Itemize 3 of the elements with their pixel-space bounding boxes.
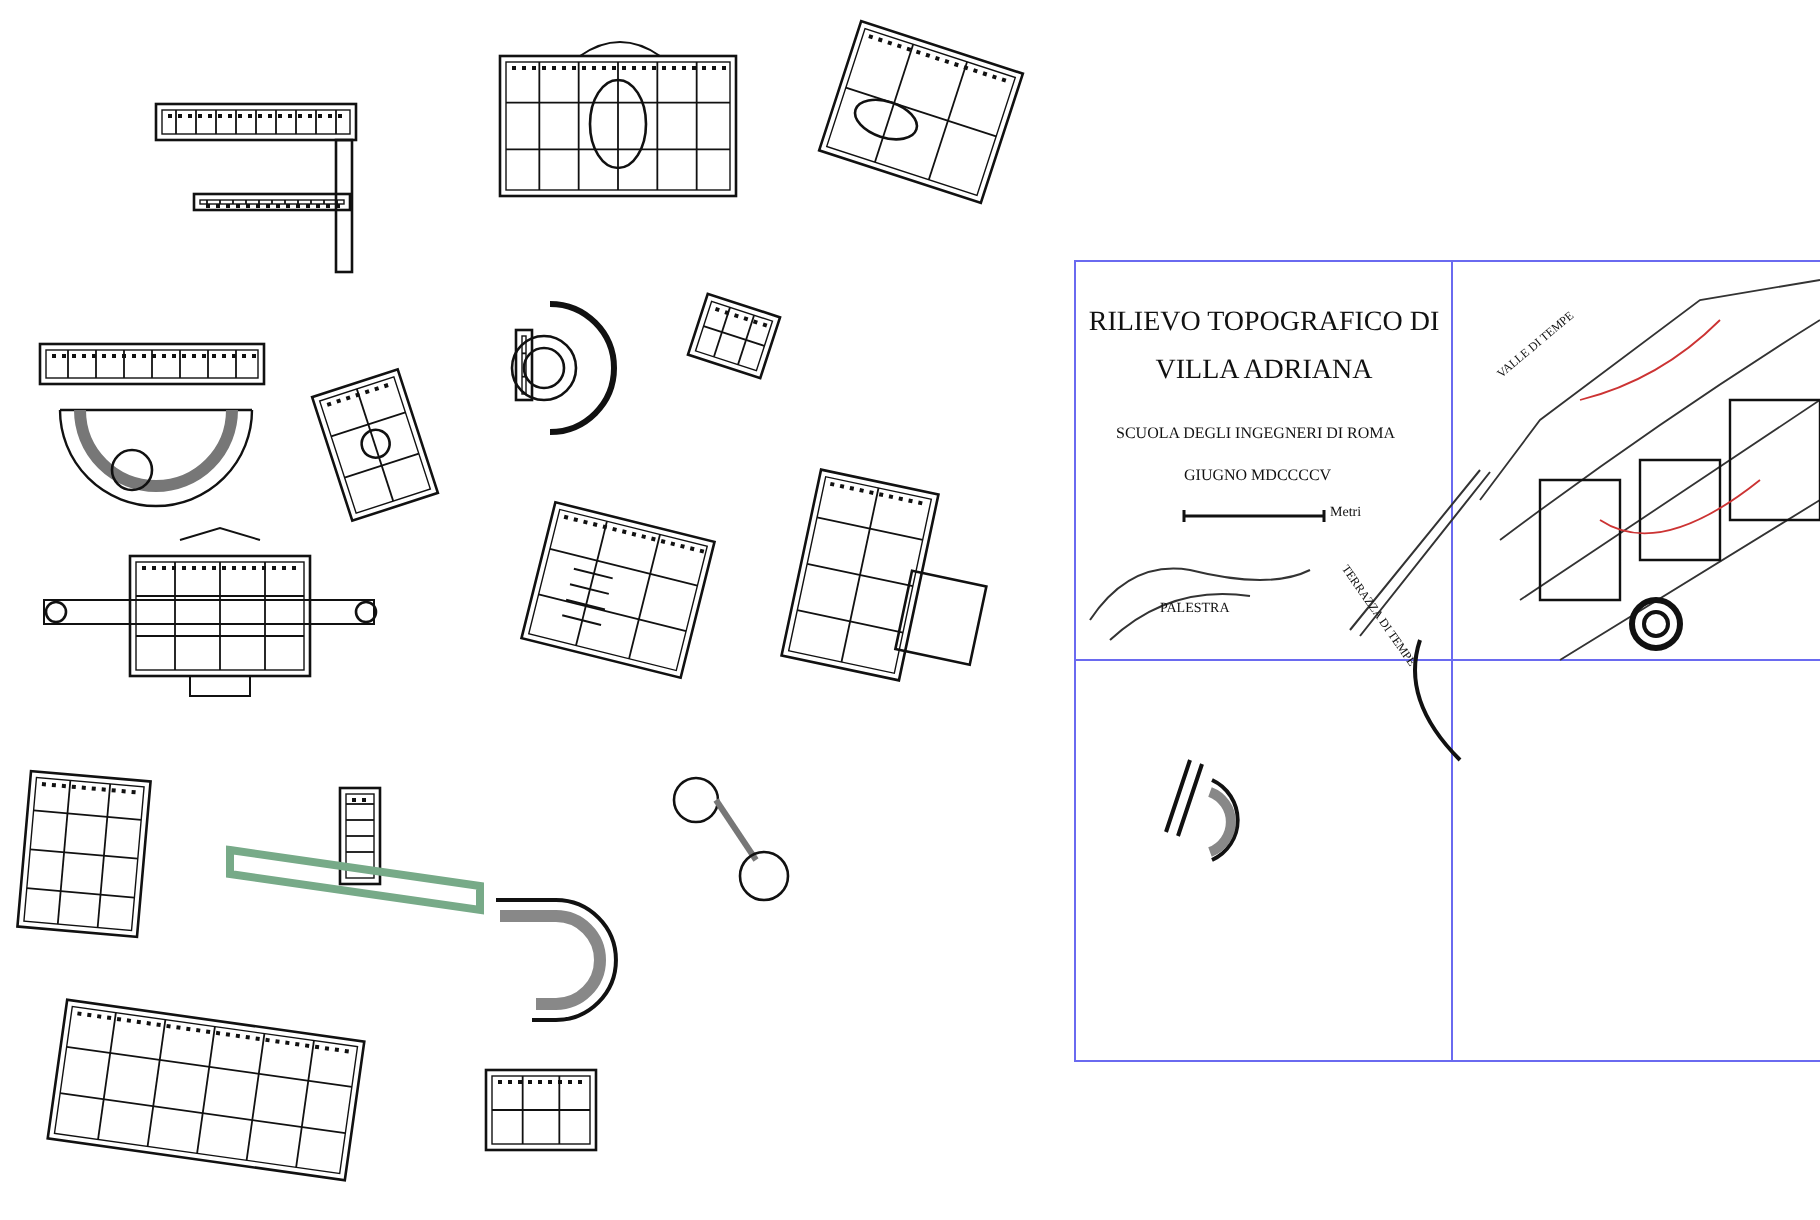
map-title: RILIEVO TOPOGRAFICO DI VILLA ADRIANA xyxy=(1086,306,1442,390)
date-text: GIUGNO MDCCCCV xyxy=(1184,466,1332,484)
subtitle: SCUOLA DEGLI INGEGNERI DI ROMA xyxy=(1116,424,1396,442)
